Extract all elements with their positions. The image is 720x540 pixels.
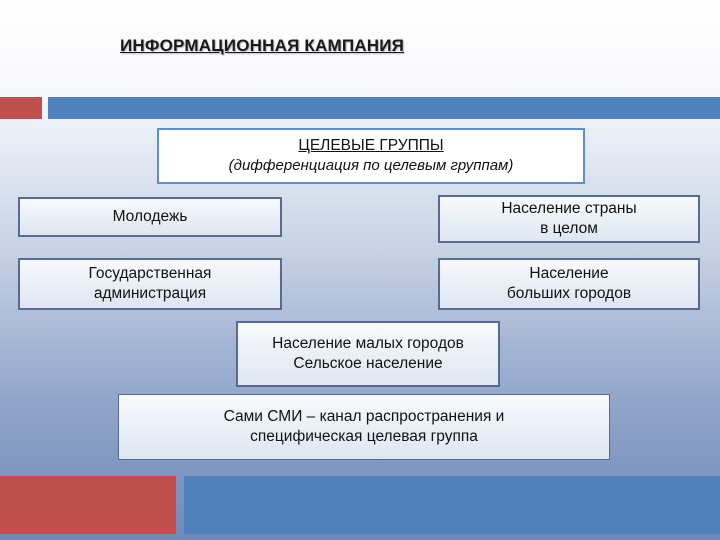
group-population-country-line1: Население страны [501, 200, 637, 217]
group-box-population-country: Население страны в целом [438, 195, 700, 243]
group-youth-label: Молодежь [112, 208, 188, 225]
accent-bar-red-top [0, 97, 42, 119]
group-state-admin-line2: администрация [93, 285, 207, 302]
accent-bar-blue-top [48, 97, 720, 119]
group-state-admin-line1: Государственная [88, 265, 212, 282]
group-box-small-towns-rural: Население малых городов Сельское населен… [236, 321, 500, 387]
group-big-cities-line1: Население [529, 265, 609, 282]
header-band [0, 0, 720, 96]
group-box-state-administration: Государственная администрация [18, 258, 282, 310]
target-groups-title: ЦЕЛЕВЫЕ ГРУППЫ [298, 137, 444, 154]
slide-title: ИНФОРМАЦИОННАЯ КАМПАНИЯ [120, 36, 405, 55]
group-small-towns-line2: Сельское население [293, 355, 443, 372]
accent-bar-red-bottom [0, 476, 176, 534]
accent-bar-blue-bottom [184, 476, 720, 534]
group-media-line1: Сами СМИ – канал распространения и [223, 408, 505, 425]
group-big-cities-line2: больших городов [506, 285, 632, 302]
group-media-line2: специфическая целевая группа [250, 428, 478, 445]
group-box-youth: Молодежь [18, 197, 282, 237]
group-small-towns-line1: Население малых городов [272, 335, 464, 352]
group-population-country-line2: в целом [540, 220, 598, 237]
target-groups-header-box: ЦЕЛЕВЫЕ ГРУППЫ (дифференциация по целевы… [157, 128, 585, 184]
target-groups-subtitle: (дифференциация по целевым группам) [228, 157, 514, 174]
group-box-media: Сами СМИ – канал распространения и специ… [118, 394, 610, 460]
group-box-population-big-cities: Население больших городов [438, 258, 700, 310]
